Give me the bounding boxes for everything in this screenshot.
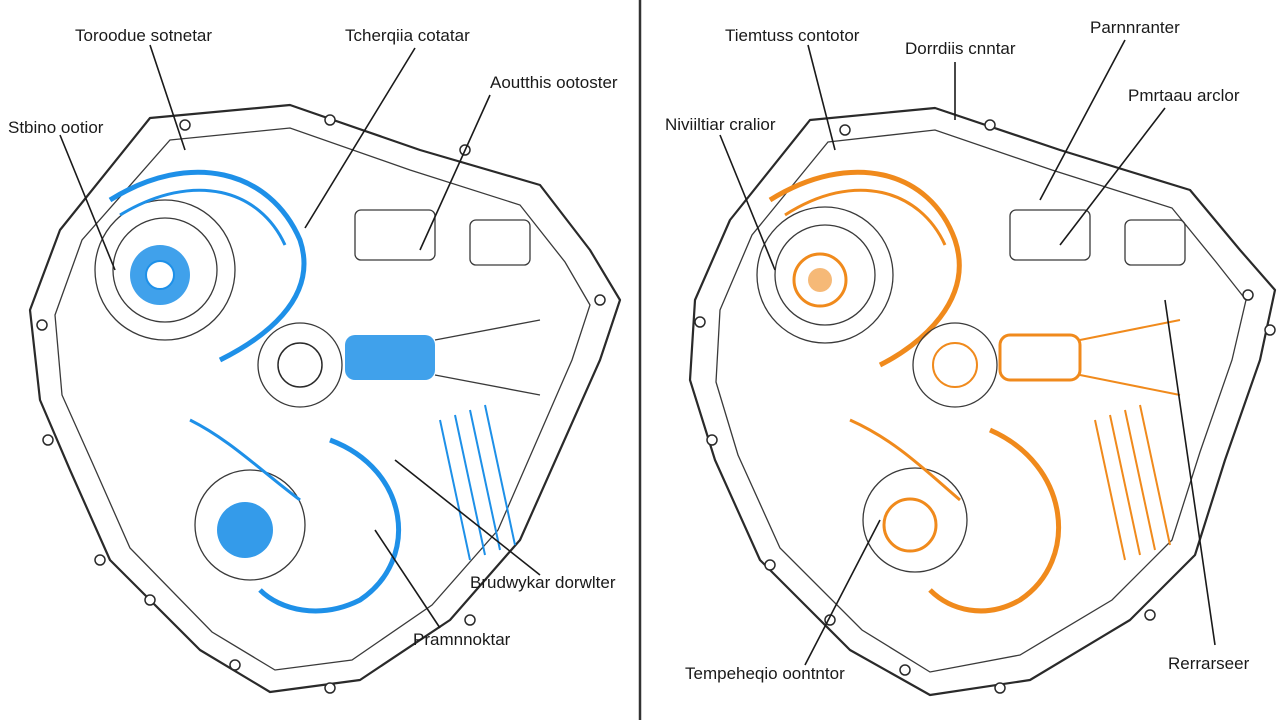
right-labels: Tiemtuss contotor Dorrdiis cnntar Parnnr… [665, 18, 1250, 683]
right-casing [688, 106, 1277, 697]
left-label-bottom-right: Brudwykar dorwlter [470, 573, 616, 592]
right-label-left: Niviiltiar cralior [665, 115, 776, 134]
left-internals [94, 169, 541, 614]
left-labels: Toroodue sotnetar Tcherqiia cotatar Aout… [8, 26, 618, 649]
right-casing-inner [715, 129, 1247, 673]
right-label-top-right: Parnnranter [1090, 18, 1180, 37]
left-transmission-drawing [28, 103, 622, 694]
left-label-top-center: Tcherqiia cotatar [345, 26, 470, 45]
right-label-top-mid: Dorrdiis cnntar [905, 39, 1016, 58]
right-internals [756, 169, 1186, 614]
right-label-top-center: Tiemtuss contotor [725, 26, 860, 45]
left-label-left: Stbino ootior [8, 118, 104, 137]
left-label-top-right: Aoutthis ootoster [490, 73, 618, 92]
right-transmission-drawing [688, 106, 1277, 697]
right-label-bottom-center: Tempeheqio oontntor [685, 664, 845, 683]
left-label-bottom-center: Pramnnoktar [413, 630, 511, 649]
right-label-bottom-right: Rerrarseer [1168, 654, 1250, 673]
right-label-right: Pmrtaau arclor [1128, 86, 1240, 105]
left-label-top-left: Toroodue sotnetar [75, 26, 212, 45]
right-bolts [694, 119, 1276, 694]
left-casing-inner [54, 127, 591, 671]
left-bolts [36, 114, 606, 694]
